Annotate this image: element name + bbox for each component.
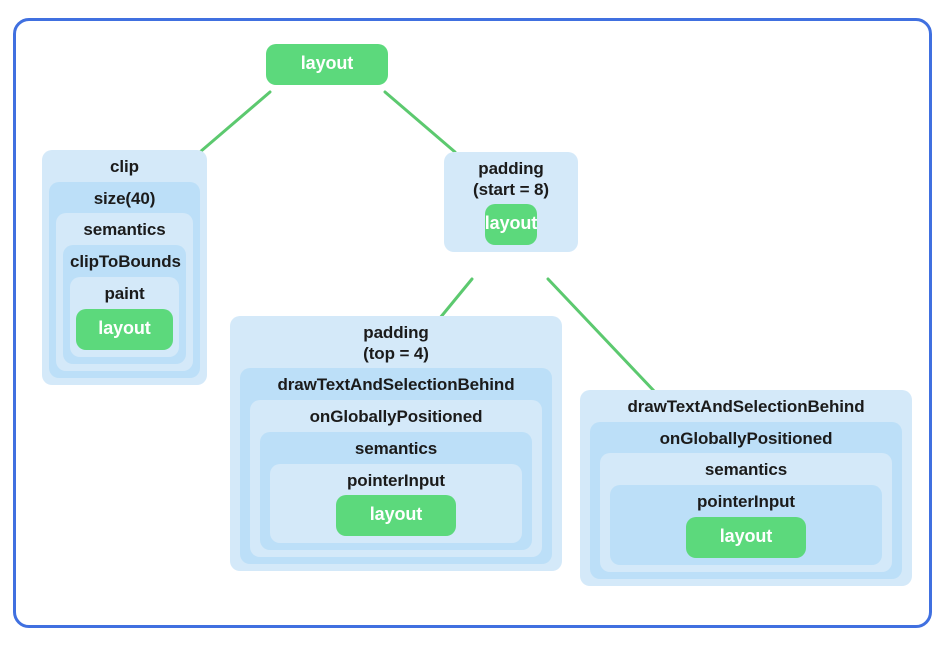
- node-onglobally-middle-label: onGloballyPositioned: [309, 407, 483, 427]
- node-semantics-label: semantics: [83, 220, 166, 240]
- node-padding-top-stack[interactable]: padding (top = 4) drawTextAndSelectionBe…: [230, 316, 562, 572]
- node-pointerinput-middle-label: pointerInput: [347, 470, 445, 490]
- node-root-layout[interactable]: layout: [266, 44, 388, 85]
- node-cliptobounds-label: clipToBounds: [70, 252, 181, 272]
- node-padding-start[interactable]: padding (start = 8) layout: [444, 152, 578, 253]
- node-semantics-right-label: semantics: [704, 460, 788, 480]
- node-drawtext-middle-label: drawTextAndSelectionBehind: [277, 375, 515, 395]
- middle-layout-leaf: layout: [335, 495, 457, 537]
- node-clip-label: clip: [110, 157, 139, 176]
- middle-leaf-wrap: layout: [280, 495, 512, 537]
- node-paint[interactable]: paint layout: [70, 276, 179, 357]
- node-semantics[interactable]: semantics clipToBounds paint layout: [56, 213, 193, 371]
- clip-leaf-wrap: layout: [76, 308, 173, 350]
- node-padding-top[interactable]: padding (top = 4) drawTextAndSelectionBe…: [230, 316, 562, 572]
- node-drawtext-right[interactable]: drawTextAndSelectionBehind onGloballyPos…: [580, 390, 912, 586]
- node-padding-start-label: padding (start = 8): [473, 159, 549, 199]
- node-semantics-middle[interactable]: semantics pointerInput layout: [260, 431, 532, 551]
- node-size[interactable]: size(40) semantics clipToBounds paint la…: [49, 181, 200, 378]
- node-padding-top-label: padding (top = 4): [363, 323, 429, 363]
- node-padding-start-stack[interactable]: padding (start = 8) layout: [444, 152, 578, 253]
- node-draw-right-stack[interactable]: drawTextAndSelectionBehind onGloballyPos…: [580, 390, 912, 586]
- padding-start-layout-leaf: layout: [484, 204, 537, 246]
- node-pointerinput-right-label: pointerInput: [697, 492, 795, 512]
- node-pointerinput-right[interactable]: pointerInput layout: [610, 485, 882, 565]
- node-onglobally-right-label: onGloballyPositioned: [659, 428, 833, 448]
- right-layout-leaf: layout: [685, 516, 807, 558]
- right-leaf-wrap: layout: [620, 516, 872, 558]
- node-pointerinput-middle[interactable]: pointerInput layout: [270, 463, 522, 544]
- root-layout-label: layout: [266, 44, 388, 85]
- node-drawtext-middle[interactable]: drawTextAndSelectionBehind onGloballyPos…: [240, 368, 552, 565]
- node-paint-label: paint: [104, 283, 145, 303]
- node-onglobally-right[interactable]: onGloballyPositioned semantics pointerIn…: [590, 421, 902, 579]
- node-drawtext-right-label: drawTextAndSelectionBehind: [627, 397, 865, 416]
- node-size-label: size(40): [93, 188, 156, 208]
- node-semantics-right[interactable]: semantics pointerInput layout: [600, 453, 892, 572]
- clip-layout-leaf: layout: [76, 308, 173, 350]
- padding-start-leaf-wrap: layout: [454, 204, 568, 246]
- node-onglobally-middle[interactable]: onGloballyPositioned semantics pointerIn…: [250, 400, 542, 558]
- node-clip[interactable]: clip size(40) semantics clipToBounds pai…: [42, 150, 207, 385]
- node-semantics-middle-label: semantics: [354, 438, 438, 458]
- node-clip-stack[interactable]: clip size(40) semantics clipToBounds pai…: [42, 150, 207, 385]
- node-cliptobounds[interactable]: clipToBounds paint layout: [63, 245, 186, 364]
